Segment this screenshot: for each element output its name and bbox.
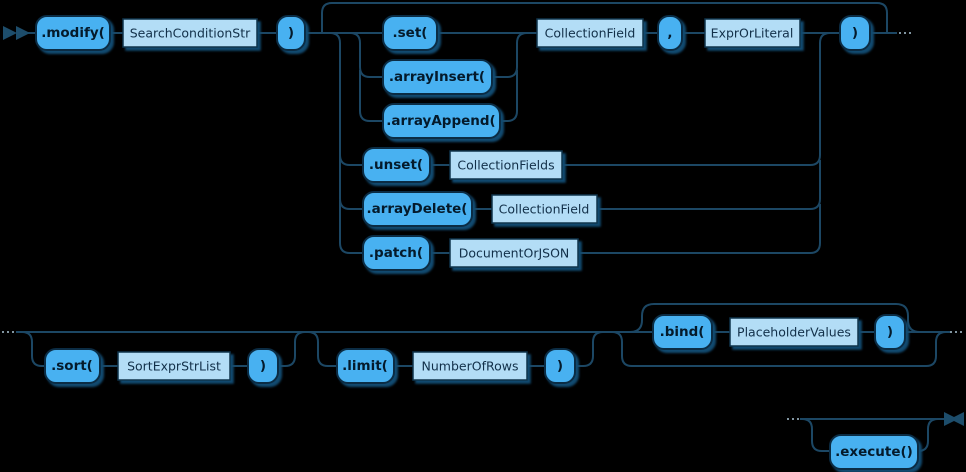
terminal-set-box xyxy=(382,15,438,51)
split-array-branch xyxy=(349,32,383,122)
execute-branch xyxy=(801,418,939,452)
nonterminal-collection-field-2-label: CollectionField xyxy=(499,202,590,217)
nonterminal-collection-fields-label: CollectionFields xyxy=(457,158,554,173)
terminal-set: .set( xyxy=(382,15,438,51)
terminal-patch-box xyxy=(362,235,431,271)
terminal-limit-label: .limit( xyxy=(342,358,388,374)
nonterminal-search-condition-str-box xyxy=(122,18,258,48)
terminal-patch: .patch( xyxy=(362,235,431,271)
terminal-execute-label: .execute() xyxy=(835,444,913,460)
terminal-array-append-label: .arrayAppend( xyxy=(386,113,495,129)
limit-branch xyxy=(307,331,604,367)
terminal-execute: .execute() xyxy=(829,434,919,470)
terminal-limit-box xyxy=(336,348,395,384)
terminal-comma-label: , xyxy=(667,25,672,41)
terminal-array-append-box xyxy=(382,103,501,139)
terminal-limit: .limit( xyxy=(336,348,395,384)
terminal-array-insert: .arrayInsert( xyxy=(382,59,493,95)
lower-branch-links xyxy=(430,164,492,254)
nonterminal-number-of-rows-box xyxy=(412,351,528,381)
nonterminal-collection-field-label: CollectionField xyxy=(545,26,636,41)
terminal-close-paren-5-box xyxy=(874,314,906,350)
terminal-close-paren-4-box xyxy=(544,348,576,384)
nonterminal-sort-expr-str-list-label: SortExprStrList xyxy=(127,359,221,374)
terminal-comma: , xyxy=(657,15,683,51)
nonterminal-document-or-json-box xyxy=(449,238,579,268)
terminal-sort-label: .sort( xyxy=(51,358,93,374)
end-arrow-icon xyxy=(950,412,964,426)
nonterminal-expr-or-literal-label: ExprOrLiteral xyxy=(711,26,794,41)
terminal-unset: .unset( xyxy=(362,147,431,183)
bind-loop-arc xyxy=(629,303,921,333)
nonterminal-collection-fields-box xyxy=(449,150,563,180)
terminal-unset-box xyxy=(362,147,431,183)
nonterminal-placeholder-values-box xyxy=(729,317,859,347)
nonterminal-number-of-rows: NumberOfRows xyxy=(412,351,528,381)
merge-lower-branch xyxy=(562,32,831,254)
start-arrow-icon xyxy=(3,26,17,40)
terminal-execute-box xyxy=(829,434,919,470)
start-arrow-icon xyxy=(16,26,30,40)
merge-array-branch xyxy=(492,32,528,122)
terminal-bind-box xyxy=(652,314,713,350)
terminal-modify-box xyxy=(35,15,111,51)
terminal-close-paren-4-label: ) xyxy=(557,358,563,374)
terminal-close-paren-5-label: ) xyxy=(887,324,893,340)
terminal-sort: .sort( xyxy=(44,348,101,384)
terminal-close-paren-1-label: ) xyxy=(288,25,294,41)
terminal-close-paren-3-label: ) xyxy=(260,358,266,374)
end-marker xyxy=(944,412,964,426)
nonterminal-placeholder-values: PlaceholderValues xyxy=(729,317,859,347)
terminal-close-paren-4: ) xyxy=(544,348,576,384)
terminal-unset-label: .unset( xyxy=(369,157,423,173)
connector-lines xyxy=(2,2,963,452)
nonterminal-number-of-rows-label: NumberOfRows xyxy=(422,359,519,374)
start-marker xyxy=(3,26,30,40)
nonterminal-expr-or-literal-box xyxy=(704,18,801,48)
bind-skip-path xyxy=(611,331,947,367)
terminal-modify: .modify( xyxy=(35,15,111,51)
terminal-set-label: .set( xyxy=(393,25,428,41)
terminal-comma-box xyxy=(657,15,683,51)
nonterminal-sort-expr-str-list-box xyxy=(117,351,231,381)
terminal-array-append: .arrayAppend( xyxy=(382,103,501,139)
row1-loop-arc xyxy=(321,2,888,33)
nonterminal-document-or-json-label: DocumentOrJSON xyxy=(459,246,570,261)
terminal-close-paren-3-box xyxy=(247,348,279,384)
terminal-close-paren-2-label: ) xyxy=(852,25,858,41)
terminal-array-delete-box xyxy=(362,191,473,227)
nonterminal-collection-field-2-box xyxy=(491,194,598,224)
nonterminal-sort-expr-str-list: SortExprStrList xyxy=(117,351,231,381)
terminal-close-paren-3: ) xyxy=(247,348,279,384)
nonterminal-search-condition-str-label: SearchConditionStr xyxy=(130,26,251,41)
nonterminal-placeholder-values-label: PlaceholderValues xyxy=(737,325,851,340)
terminal-array-insert-label: .arrayInsert( xyxy=(389,69,485,85)
nonterminal-collection-field: CollectionField xyxy=(536,18,644,48)
terminal-array-insert-box xyxy=(382,59,493,95)
terminal-close-paren-2-box xyxy=(839,15,871,51)
nonterminal-expr-or-literal: ExprOrLiteral xyxy=(704,18,801,48)
nonterminal-search-condition-str: SearchConditionStr xyxy=(122,18,258,48)
terminal-close-paren-5: ) xyxy=(874,314,906,350)
terminal-array-delete-label: .arrayDelete( xyxy=(367,201,468,217)
terminal-close-paren-1: ) xyxy=(276,15,306,51)
terminal-close-paren-1-box xyxy=(276,15,306,51)
terminal-array-delete: .arrayDelete( xyxy=(362,191,473,227)
nonterminal-collection-fields: CollectionFields xyxy=(449,150,563,180)
terminal-modify-label: .modify( xyxy=(41,25,105,41)
terminal-patch-label: .patch( xyxy=(369,245,423,261)
terminal-close-paren-2: ) xyxy=(839,15,871,51)
sort-branch xyxy=(21,331,306,367)
terminal-bind: .bind( xyxy=(652,314,713,350)
nonterminal-collection-field-box xyxy=(536,18,644,48)
split-lower-branch xyxy=(329,32,363,254)
terminal-sort-box xyxy=(44,348,101,384)
nonterminal-collection-field-2: CollectionField xyxy=(491,194,598,224)
nonterminal-document-or-json: DocumentOrJSON xyxy=(449,238,579,268)
terminal-bind-label: .bind( xyxy=(660,324,705,340)
